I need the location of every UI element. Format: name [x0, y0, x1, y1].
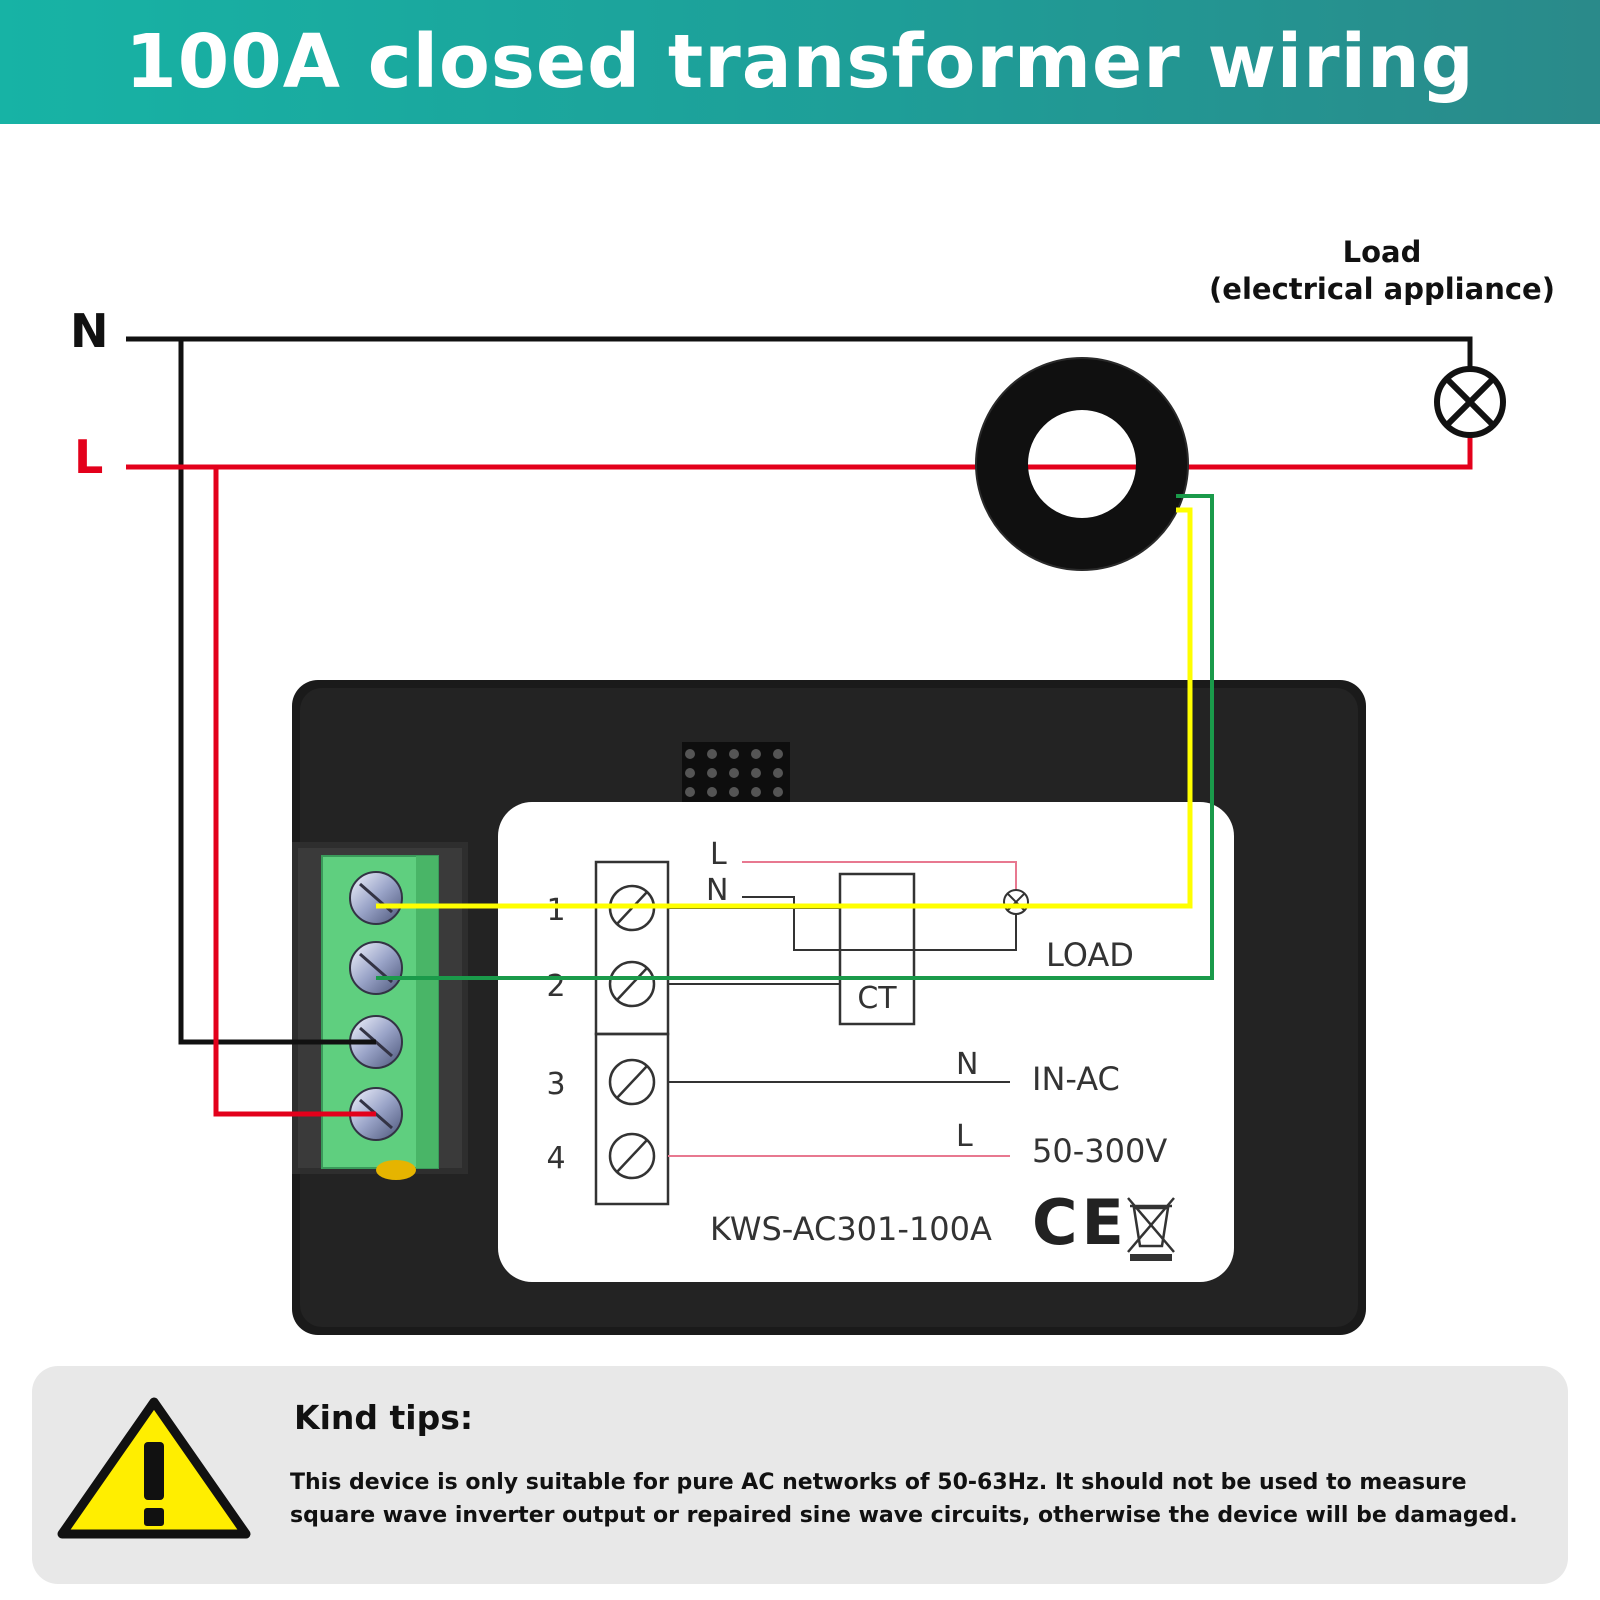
load-title-line1: Load [1342, 235, 1422, 269]
load-title-line2: (electrical appliance) [1209, 272, 1555, 306]
vent-grille [682, 742, 790, 804]
sticker-lamp-icon [1003, 889, 1029, 915]
terminal-number-1: 1 [546, 893, 565, 928]
weee-bin-icon [1127, 1197, 1175, 1261]
neutral-wire [126, 336, 1473, 372]
ct-text: CT [857, 981, 897, 1016]
sticker-n-label: N [706, 873, 728, 908]
terminal-box-lower [594, 1032, 670, 1206]
load-title: Load (electrical appliance) [1202, 234, 1562, 308]
label-sticker: 1 2 3 4 L N CT LOAD N L IN-AC 50-300V KW… [498, 802, 1234, 1282]
load-lamp-icon [1434, 366, 1506, 438]
in-ac-n-label: N [956, 1047, 978, 1082]
neutral-drop-wire [178, 339, 376, 1045]
terminal-number-4: 4 [546, 1141, 565, 1176]
tips-title: Kind tips: [294, 1398, 474, 1437]
ct-yellow-lead [376, 507, 1193, 909]
line-label: L [74, 430, 104, 484]
warning-triangle-icon [57, 1397, 251, 1539]
tips-text: This device is only suitable for pure AC… [290, 1470, 1518, 1528]
load-text: LOAD [1046, 936, 1134, 974]
kind-tips-panel: Kind tips: This device is only suitable … [32, 1366, 1568, 1584]
page-title: 100A closed transformer wiring [125, 19, 1475, 105]
current-transformer [975, 357, 1189, 571]
ct-green-lead [376, 494, 1214, 980]
header-banner: 100A closed transformer wiring [0, 0, 1600, 124]
in-ac-text: IN-AC [1032, 1060, 1120, 1098]
line-wire [126, 434, 1473, 470]
line-drop-wire [213, 467, 376, 1117]
terminal-screw-2 [349, 941, 403, 995]
terminal-screw-1 [349, 871, 403, 925]
in-ac-l-label: L [956, 1119, 973, 1154]
terminal-number-2: 2 [546, 969, 565, 1004]
voltage-text: 50-300V [1032, 1132, 1167, 1170]
sticker-l-label: L [710, 837, 727, 872]
neutral-label: N [70, 304, 109, 358]
ce-mark: CE [1032, 1186, 1128, 1259]
terminal-number-3: 3 [546, 1067, 565, 1102]
model-text: KWS-AC301-100A [710, 1210, 992, 1248]
